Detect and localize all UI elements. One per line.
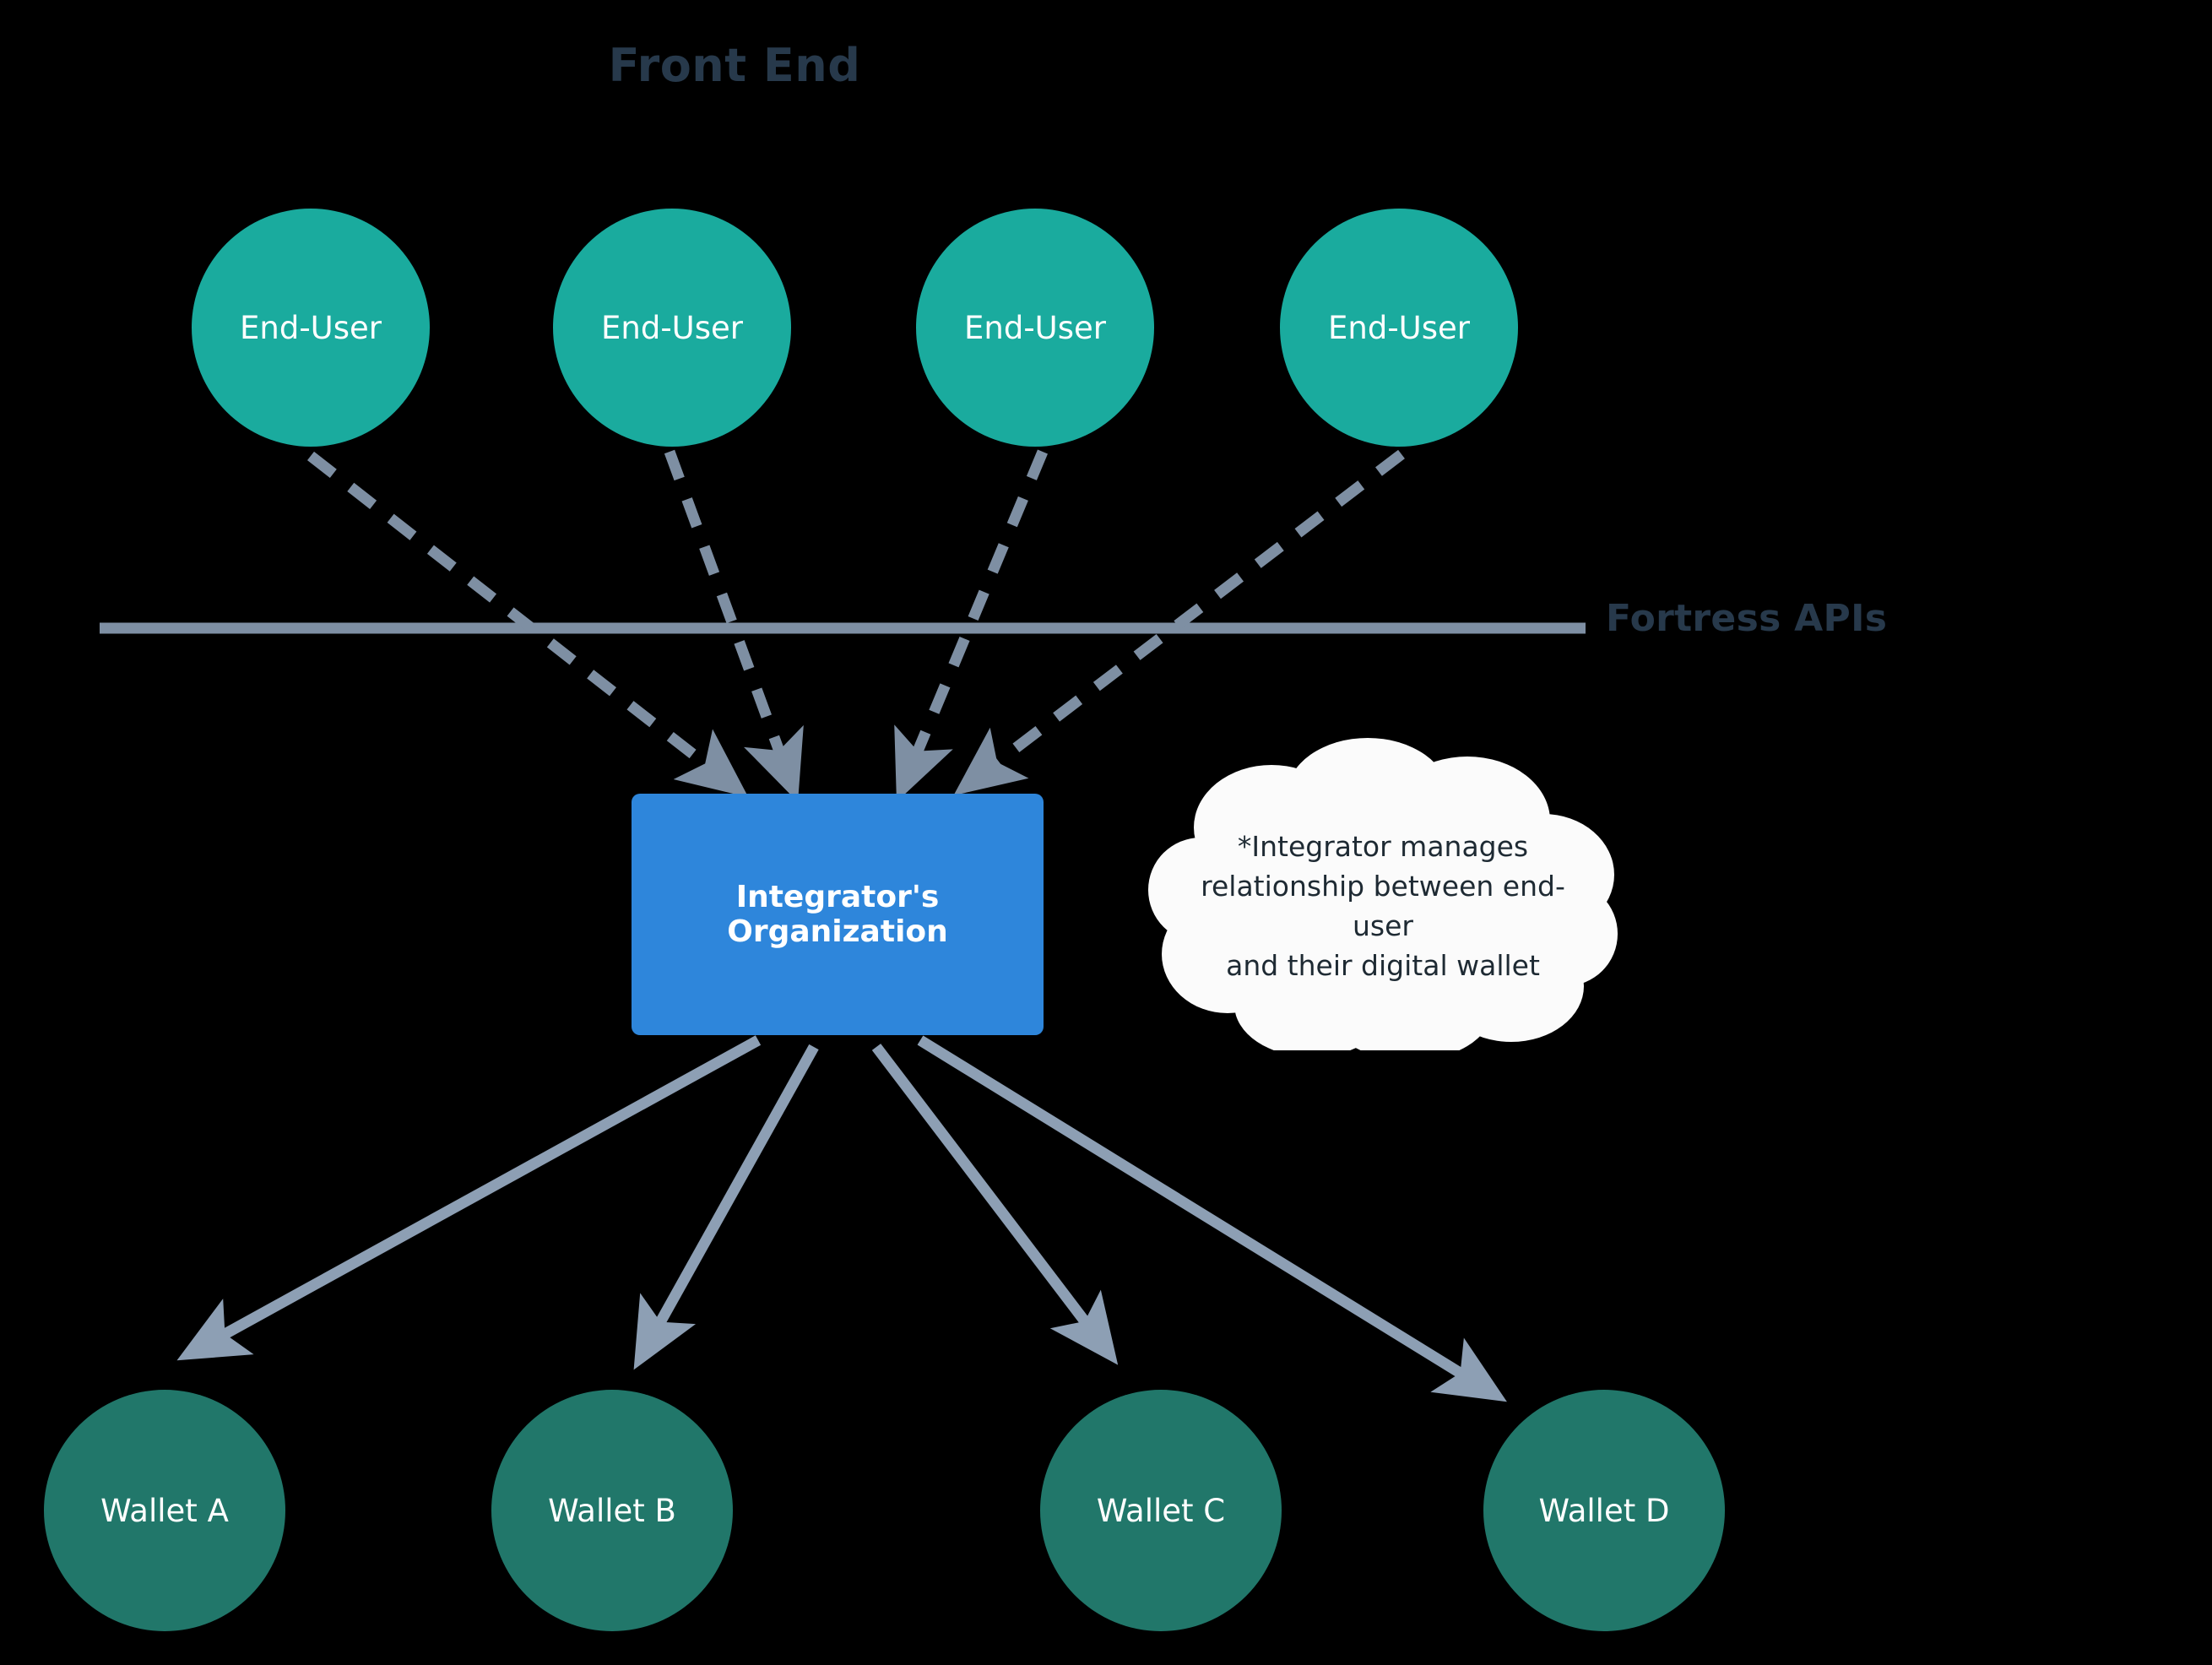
fortress-apis-label: Fortress APIs [1606, 597, 1888, 640]
node-wallet-d-label: Wallet D [1538, 1492, 1670, 1529]
node-end-user-3[interactable]: End-User [916, 209, 1154, 447]
node-end-user-4-label: End-User [1328, 309, 1470, 346]
node-end-user-3-label: End-User [964, 309, 1106, 346]
node-end-user-2-label: End-User [601, 309, 743, 346]
node-integrator-organization[interactable]: Integrator's Organization [632, 794, 1044, 1035]
node-wallet-b-label: Wallet B [548, 1492, 676, 1529]
node-wallet-c[interactable]: Wallet C [1040, 1390, 1282, 1631]
node-wallet-a-label: Wallet A [100, 1492, 229, 1529]
node-wallet-d[interactable]: Wallet D [1483, 1390, 1725, 1631]
page-title: Front End [608, 39, 861, 92]
node-end-user-4[interactable]: End-User [1280, 209, 1518, 447]
callout-cloud: *Integrator manages relationship between… [1147, 733, 1619, 1050]
callout-line-1: *Integrator manages [1237, 830, 1529, 863]
callout-line-3: and their digital wallet [1226, 948, 1540, 982]
node-end-user-1[interactable]: End-User [192, 209, 430, 447]
node-end-user-1-label: End-User [240, 309, 382, 346]
node-end-user-2[interactable]: End-User [553, 209, 791, 447]
node-wallet-b[interactable]: Wallet B [491, 1390, 733, 1631]
cloud-shape-icon [1148, 738, 1618, 1050]
node-wallet-c-label: Wallet C [1096, 1492, 1226, 1529]
callout-line-2: relationship between end-user [1201, 869, 1565, 942]
node-integrator-organization-label: Integrator's Organization [727, 880, 948, 949]
node-wallet-a[interactable]: Wallet A [44, 1390, 285, 1631]
callout-text: *Integrator manages relationship between… [1197, 827, 1569, 985]
